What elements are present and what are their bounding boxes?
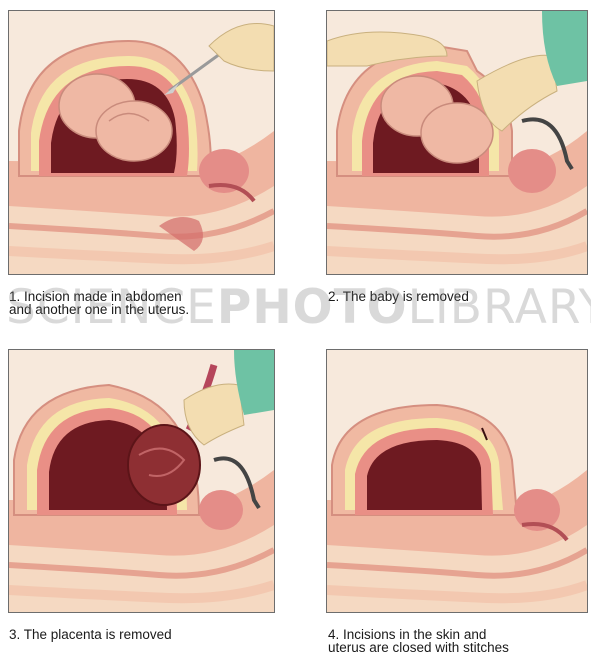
illustration-panel-step-3 [8,349,275,613]
watermark-part-2: PHOTO [217,280,408,335]
watermark-part-1: SCIENCE [6,280,217,335]
illustration-panel-step-4 [326,349,588,613]
watermark: SCIENCEPHOTOLIBRARY [6,280,591,335]
watermark-part-3: LIBRARY [408,280,591,335]
illustration-panel-step-1 [8,10,275,275]
illustration-panel-step-2 [326,10,588,275]
step-4-caption: 4. Incisions in the skin and uterus are … [328,628,509,654]
step-3-caption: 3. The placenta is removed [9,628,172,641]
